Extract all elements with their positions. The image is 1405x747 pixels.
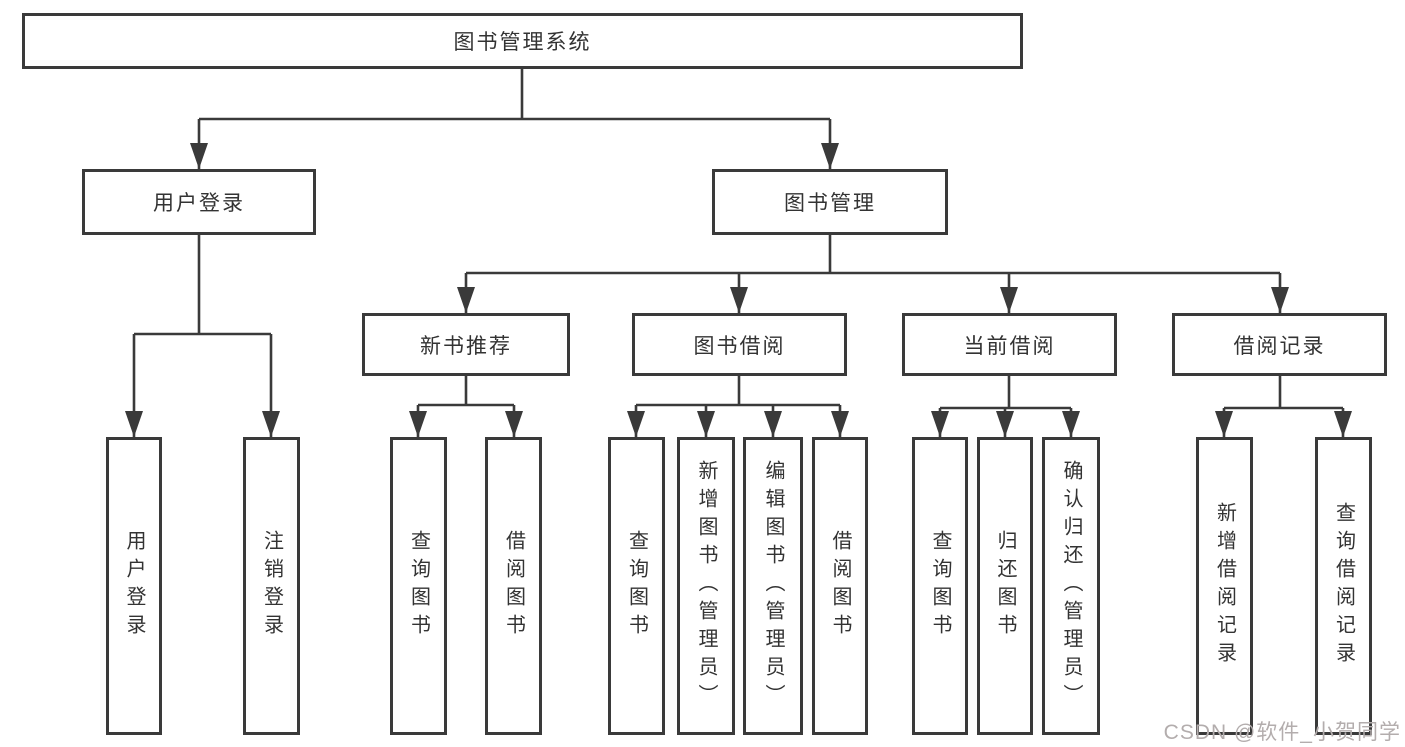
csdn-watermark: CSDN @软件_小贺同学 xyxy=(1163,721,1401,744)
leaf-confirm-return-admin: 确认归还（管理员） xyxy=(1042,437,1100,735)
node-label: 编辑图书（管理员） xyxy=(762,460,784,712)
node-library-management-system: 图书管理系统 xyxy=(22,13,1023,69)
leaf-logout: 注销登录 xyxy=(243,437,300,735)
leaf-query-borrow-record: 查询借阅记录 xyxy=(1315,437,1372,735)
node-label: 查询借阅记录 xyxy=(1332,502,1355,670)
node-user-login: 用户登录 xyxy=(82,169,316,235)
leaf-add-borrow-record: 新增借阅记录 xyxy=(1196,437,1253,735)
leaf-add-books-admin: 新增图书（管理员） xyxy=(677,437,735,735)
node-label: 归还图书 xyxy=(994,530,1016,642)
node-label: 查询图书 xyxy=(625,530,648,642)
leaf-edit-books-admin: 编辑图书（管理员） xyxy=(743,437,803,735)
node-label: 用户登录 xyxy=(123,530,145,642)
node-label: 图书管理 xyxy=(784,192,876,215)
node-label: 查询图书 xyxy=(407,530,430,642)
node-current-borrowing: 当前借阅 xyxy=(902,313,1117,376)
leaf-query-books-recommend: 查询图书 xyxy=(390,437,447,735)
node-borrowing-records: 借阅记录 xyxy=(1172,313,1387,376)
node-label: 确认归还（管理员） xyxy=(1060,460,1082,712)
node-label: 新书推荐 xyxy=(420,334,512,358)
node-label: 图书管理系统 xyxy=(453,31,592,54)
node-new-book-recommendation: 新书推荐 xyxy=(362,313,570,376)
leaf-query-books-current: 查询图书 xyxy=(912,437,968,735)
node-label: 借阅图书 xyxy=(829,530,851,642)
node-label: 借阅图书 xyxy=(502,530,525,642)
leaf-query-books-borrowing: 查询图书 xyxy=(608,437,665,735)
node-label: 新增借阅记录 xyxy=(1213,502,1236,670)
leaf-return-books: 归还图书 xyxy=(977,437,1033,735)
node-label: 借阅记录 xyxy=(1233,334,1326,358)
node-label: 图书借阅 xyxy=(693,334,786,358)
node-label: 当前借阅 xyxy=(963,334,1056,358)
node-label: 用户登录 xyxy=(153,192,245,215)
leaf-borrow-books: 借阅图书 xyxy=(812,437,868,735)
leaf-user-login: 用户登录 xyxy=(106,437,162,735)
node-label: 注销登录 xyxy=(260,530,283,642)
node-label: 查询图书 xyxy=(929,530,951,642)
node-book-management: 图书管理 xyxy=(712,169,948,235)
leaf-borrow-books-recommend: 借阅图书 xyxy=(485,437,542,735)
node-label: 新增图书（管理员） xyxy=(695,460,717,712)
node-book-borrowing: 图书借阅 xyxy=(632,313,847,376)
